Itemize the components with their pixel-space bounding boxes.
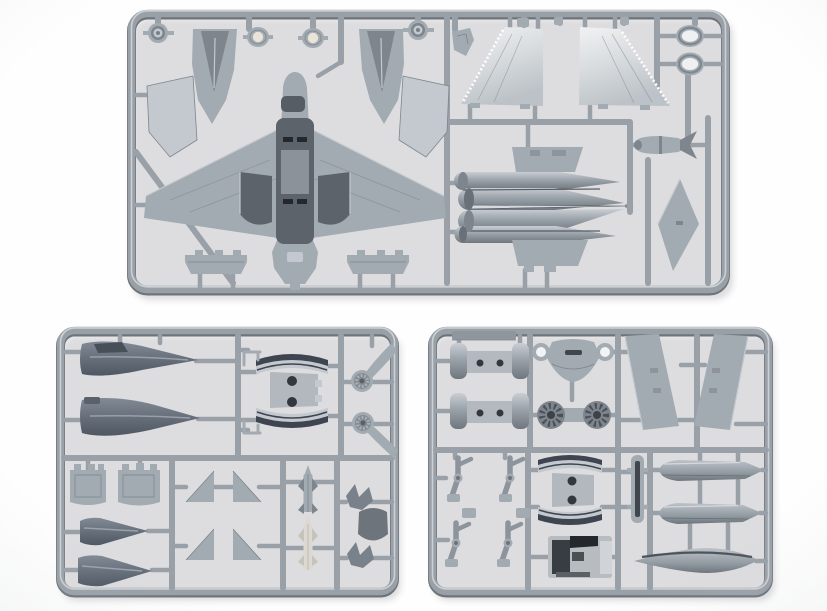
photo-model-kit-sprues	[0, 0, 827, 611]
photo-vignette	[0, 0, 827, 611]
sprue-photo-canvas	[0, 0, 827, 611]
